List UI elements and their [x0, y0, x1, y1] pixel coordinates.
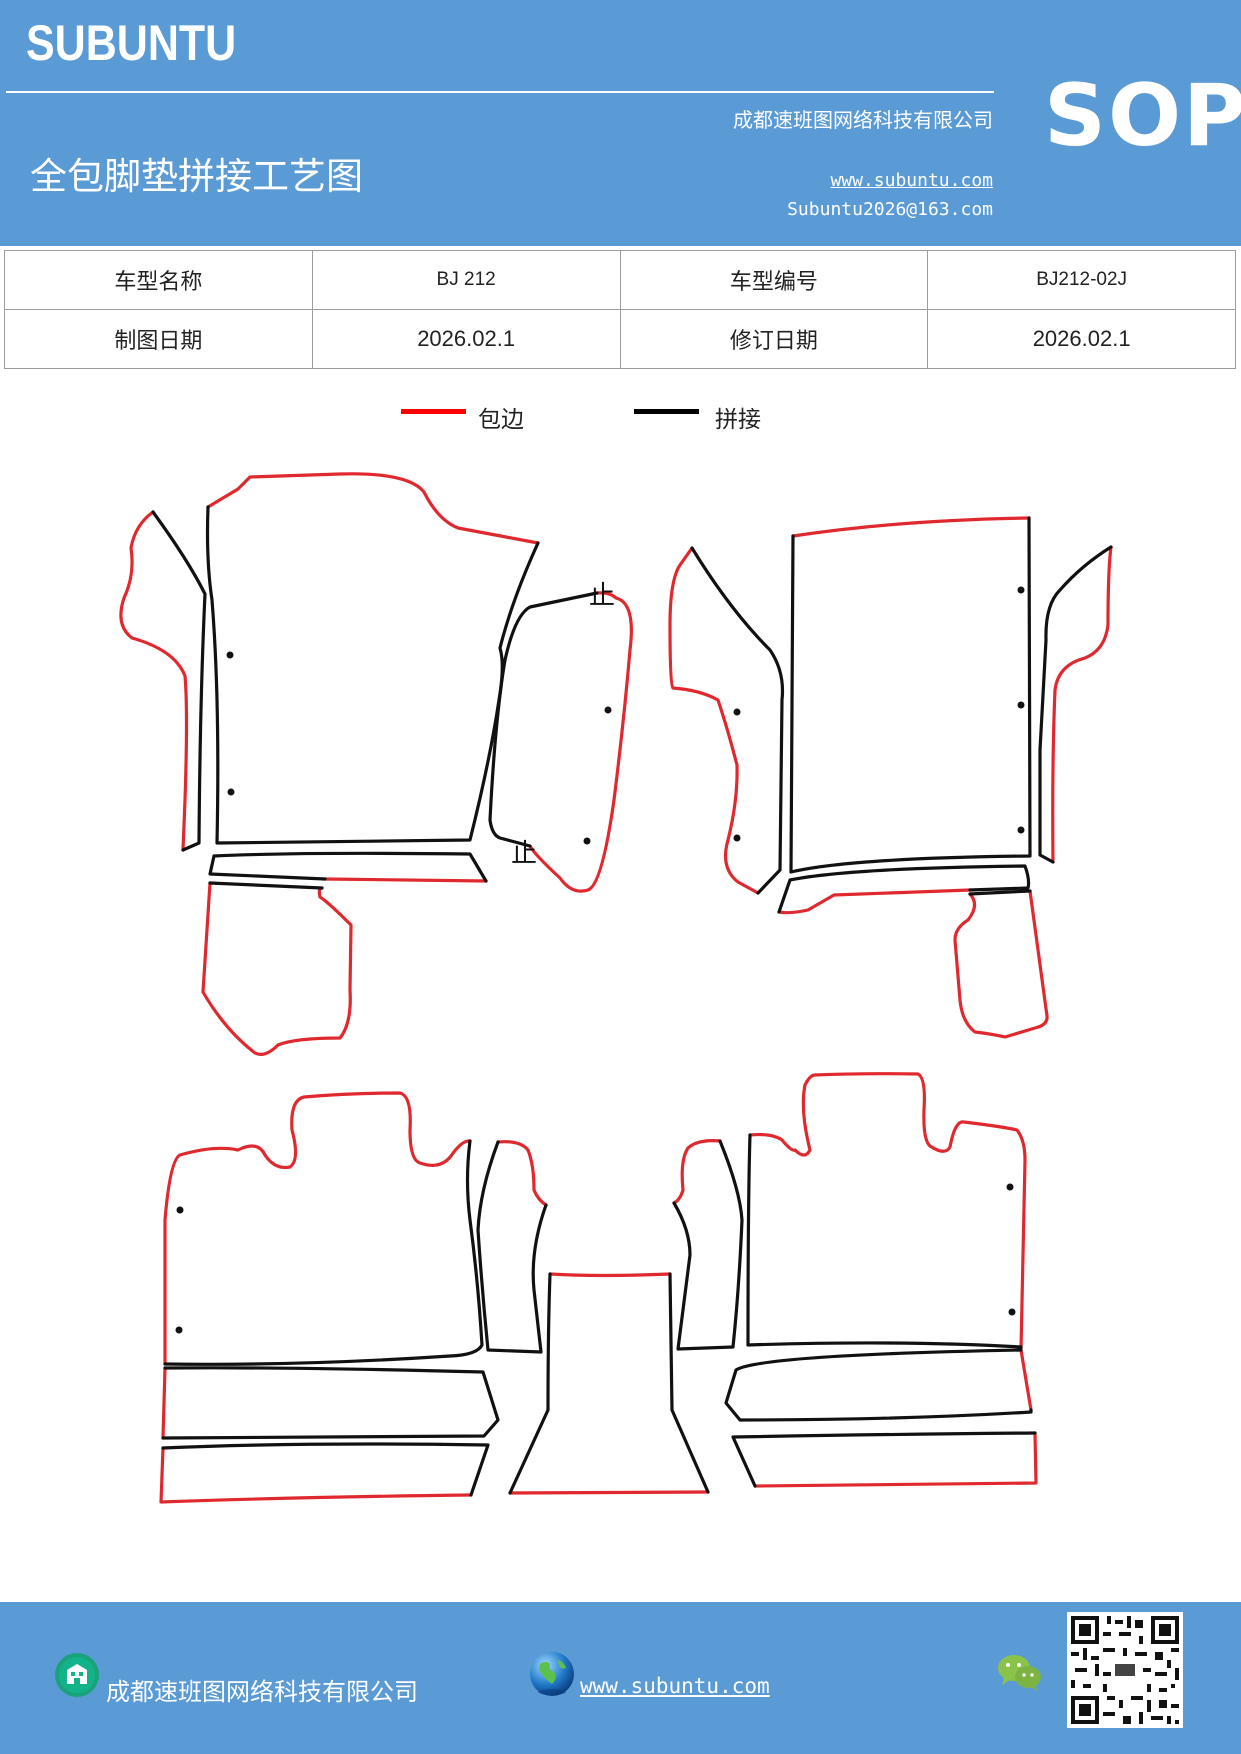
stop-mark: 止: [511, 839, 537, 869]
stop-marks: 止 止: [511, 581, 615, 869]
globe-icon: [530, 1652, 574, 1696]
wechat-icon: [998, 1655, 1041, 1691]
revise-date-value: 2026.02.1: [927, 309, 1236, 369]
model-code-value: BJ212-02J: [927, 250, 1236, 310]
revise-date-label: 修订日期: [619, 309, 929, 369]
seam-lines: [151, 505, 1113, 1497]
table-row: 制图日期 2026.02.1 修订日期 2026.02.1: [4, 309, 1236, 369]
alignment-dots: [175, 586, 1025, 1334]
header-website-link[interactable]: www.subuntu.com: [830, 170, 993, 191]
document-title: 全包脚垫拼接工艺图: [30, 155, 363, 198]
legend-label-edge: 包边: [478, 407, 524, 433]
footer-company: 成都速班图网络科技有限公司: [106, 1678, 418, 1706]
stop-mark: 止: [589, 581, 615, 611]
header-banner: SUBUNTU 成都速班图网络科技有限公司 全包脚垫拼接工艺图 www.subu…: [0, 0, 1241, 246]
legend-label-seam: 拼接: [715, 407, 761, 433]
footer-banner: 成都速班图网络科技有限公司 www.subuntu.com: [0, 1602, 1241, 1754]
qr-code-icon: [1067, 1612, 1183, 1728]
draw-date-label: 制图日期: [4, 309, 313, 369]
header-email: Subuntu2026@163.com: [787, 199, 993, 220]
building-icon: [55, 1653, 99, 1697]
legend-swatch-seam: [634, 409, 699, 414]
legend-swatch-edge: [401, 409, 466, 414]
model-name-value: BJ 212: [311, 250, 621, 310]
info-table: 车型名称 BJ 212 车型编号 BJ212-02J 制图日期 2026.02.…: [4, 250, 1236, 369]
table-row: 车型名称 BJ 212 车型编号 BJ212-02J: [4, 250, 1236, 310]
floor-mat-diagram: 止 止: [119, 472, 1113, 1504]
legend: 包边 拼接: [0, 400, 1241, 440]
model-name-label: 车型名称: [4, 250, 313, 310]
footer-website-link[interactable]: www.subuntu.com: [580, 1674, 770, 1698]
draw-date-value: 2026.02.1: [311, 309, 621, 369]
brand-logo: SUBUNTU: [26, 15, 237, 71]
model-code-label: 车型编号: [619, 250, 929, 310]
header-divider: [6, 91, 994, 93]
sop-badge: SOP: [1044, 66, 1241, 166]
header-company: 成都速班图网络科技有限公司: [733, 108, 993, 132]
edge-lines: [119, 472, 1113, 1504]
